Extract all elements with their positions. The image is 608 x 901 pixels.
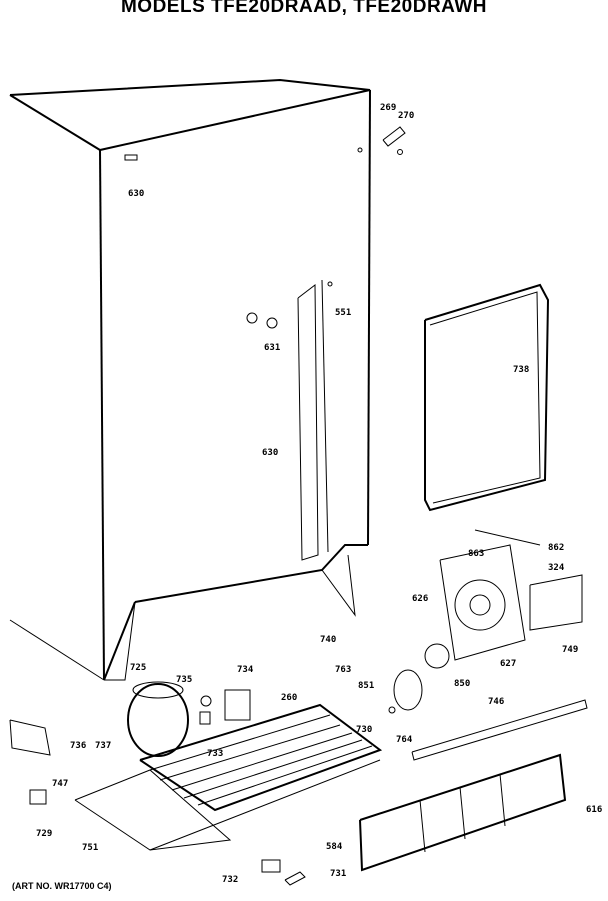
part-label-737: 737 — [95, 741, 111, 751]
part-label-851: 851 — [358, 681, 374, 691]
diagram-title: MODELS TFE20DRAAD, TFE20DRAWH — [120, 0, 488, 17]
part-label-270: 270 — [398, 111, 414, 121]
part-label-850: 850 — [454, 679, 470, 689]
part-label-763: 763 — [335, 665, 351, 675]
small-parts — [29, 789, 306, 886]
bracket-747 — [9, 719, 51, 756]
part-label-764: 764 — [396, 735, 413, 745]
part-label-584: 584 — [326, 842, 343, 852]
art-number: (ART NO. WR17700 C4) — [12, 881, 112, 891]
part-label-627: 627 — [500, 659, 516, 669]
fan-bracket — [439, 529, 541, 661]
part-labels: 269 270 630 551 631 738 630 862 863 324 … — [36, 103, 602, 885]
part-label-862: 862 — [548, 543, 564, 553]
part-label-725: 725 — [130, 663, 146, 673]
part-label-738: 738 — [513, 365, 529, 375]
part-label-730: 730 — [356, 725, 372, 735]
part-label-630-strip: 630 — [262, 448, 278, 458]
part-label-735: 735 — [176, 675, 192, 685]
part-label-269: 269 — [380, 103, 396, 113]
part-label-733: 733 — [207, 749, 223, 759]
part-label-324: 324 — [548, 563, 565, 573]
part-label-863: 863 — [468, 549, 484, 559]
part-label-746: 746 — [488, 697, 504, 707]
fan-motor — [388, 643, 450, 714]
thimble-part — [382, 126, 406, 155]
part-label-630-top: 630 — [128, 189, 144, 199]
part-label-260: 260 — [281, 693, 297, 703]
part-label-749: 749 — [562, 645, 578, 655]
relay-parts — [199, 689, 251, 725]
part-label-626: 626 — [412, 594, 428, 604]
gasket-loop — [424, 283, 550, 512]
part-label-731: 731 — [330, 869, 346, 879]
rail — [411, 699, 588, 761]
part-label-551: 551 — [335, 308, 351, 318]
part-label-747: 747 — [52, 779, 68, 789]
cabinet — [9, 78, 371, 681]
compressor — [127, 681, 189, 757]
part-label-734: 734 — [237, 665, 254, 675]
part-label-729: 729 — [36, 829, 52, 839]
part-label-616: 616 — [586, 805, 602, 815]
base-pan — [74, 759, 381, 851]
grille — [359, 753, 567, 872]
part-label-631: 631 — [264, 343, 280, 353]
part-label-732: 732 — [222, 875, 238, 885]
condenser-coils — [139, 703, 383, 812]
part-label-751: 751 — [82, 843, 98, 853]
cover-plate — [529, 574, 583, 631]
part-label-736: 736 — [70, 741, 86, 751]
part-label-740: 740 — [320, 635, 336, 645]
